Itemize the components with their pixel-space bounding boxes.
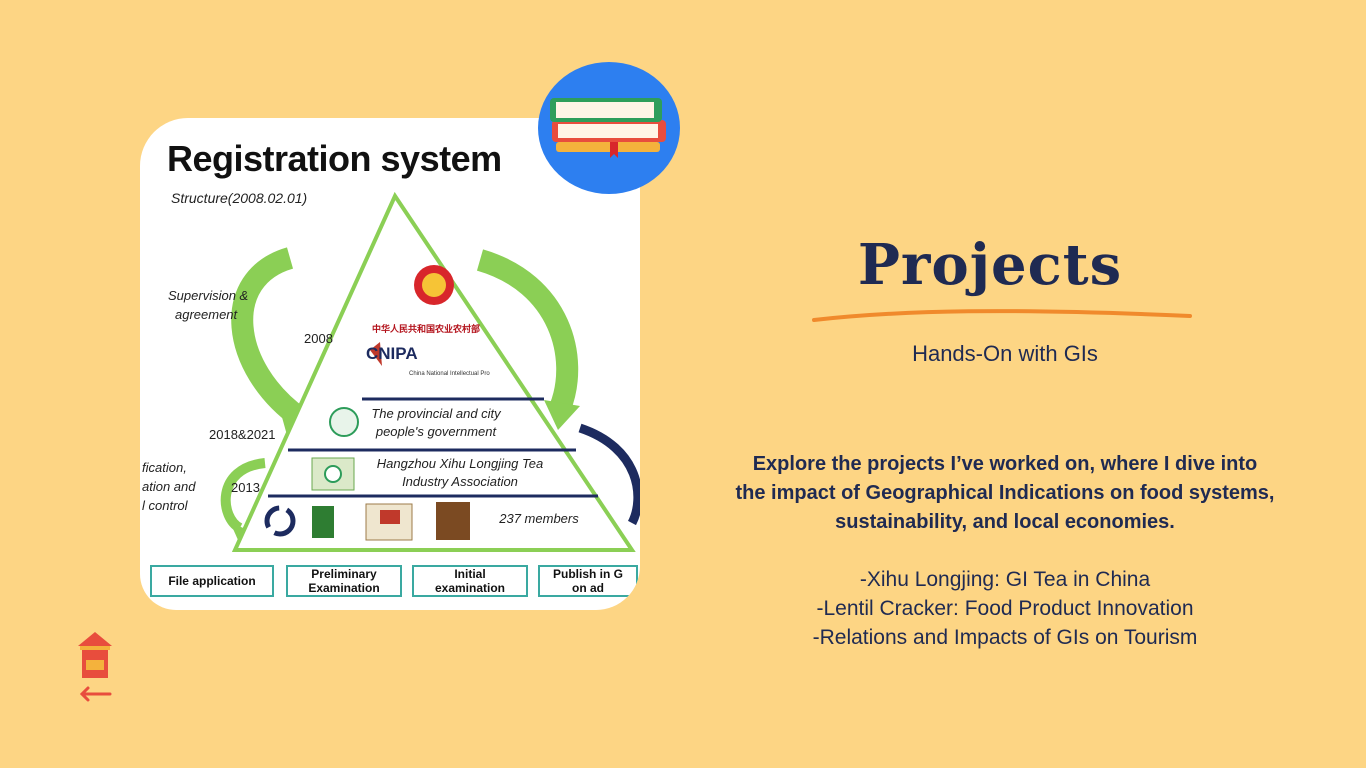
figure-subtitle: Structure(2008.02.01)	[171, 190, 308, 206]
association-tier-line-1: Hangzhou Xihu Longjing Tea	[376, 456, 544, 471]
cnipa-logo: CNIPA	[366, 344, 418, 363]
step-publish: Publish in G on ad	[538, 565, 638, 597]
ministry-logo-text: 中华人民共和国农业农村部	[372, 324, 481, 334]
year-2018-2021: 2018&2021	[209, 427, 276, 442]
registration-pyramid-diagram	[220, 191, 640, 552]
step-initial-examination: Initial examination	[412, 565, 528, 597]
association-tier-line-2: Industry Association	[402, 474, 518, 489]
provincial-tier-line-2: people's government	[375, 424, 497, 439]
supervision-label-1: Supervision &	[168, 288, 249, 303]
year-2013: 2013	[231, 480, 260, 495]
project-list: -Xihu Longjing: GI Tea in China -Lentil …	[735, 565, 1275, 652]
project-item: -Lentil Cracker: Food Product Innovation	[816, 597, 1194, 620]
provincial-tier-line-1: The provincial and city	[371, 406, 501, 421]
members-tier: 237 members	[499, 511, 579, 526]
registration-system-figure: Registration system Structure(2008.02.01…	[140, 118, 640, 610]
books-badge	[538, 62, 680, 194]
market-stand-icon[interactable]	[74, 630, 116, 704]
projects-description: Explore the projects I’ve worked on, whe…	[735, 453, 1275, 533]
control-label-2: ation and	[142, 479, 196, 494]
supervision-label-2: agreement	[175, 307, 238, 322]
books-icon	[550, 98, 666, 158]
project-item: -Xihu Longjing: GI Tea in China	[859, 568, 1151, 591]
cnipa-subtext: China National Intellectual Pro	[409, 371, 490, 377]
step-preliminary-examination: Preliminary Examination	[286, 565, 402, 597]
step-file-application: File application	[150, 565, 274, 597]
page-title: Projects	[857, 232, 1123, 298]
control-label-1: fication,	[142, 460, 187, 475]
back-navigation[interactable]	[74, 630, 116, 709]
title-underline	[812, 309, 1192, 322]
year-2008: 2008	[304, 331, 333, 346]
control-label-3: l control	[142, 498, 188, 513]
page-subtitle: Hands-On with GIs	[912, 341, 1098, 366]
arrow-left-icon	[79, 686, 112, 702]
project-item: -Relations and Impacts of GIs on Tourism	[812, 626, 1198, 649]
figure-title: Registration system	[167, 138, 502, 179]
